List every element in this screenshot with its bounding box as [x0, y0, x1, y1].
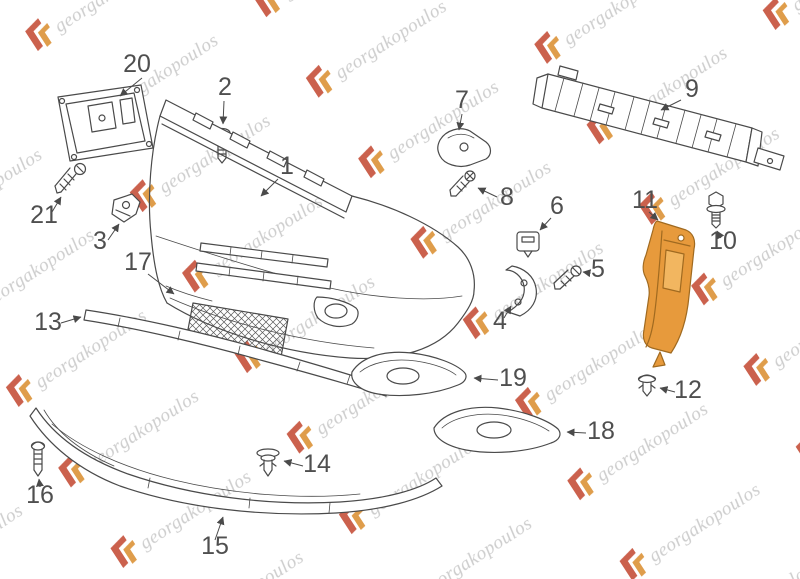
leader-line-10 [716, 230, 725, 240]
part-drawings [29, 65, 785, 515]
part-number-8[interactable]: 8 [500, 183, 514, 211]
leader-line-19 [473, 374, 499, 383]
lip-strip-13-drawing [83, 309, 389, 397]
bolt-10-drawing [706, 191, 726, 229]
part-number-3[interactable]: 3 [93, 227, 107, 255]
part-number-18[interactable]: 18 [587, 417, 615, 445]
leader-line-9 [660, 99, 682, 111]
leader-line-20 [119, 77, 143, 97]
leader-line-5 [582, 269, 592, 278]
part-ref-8: 8 [477, 183, 514, 211]
fog-bezel-18-drawing [433, 406, 561, 453]
part-labels: 1 2 3 4 5 6 7 8 [26, 50, 737, 560]
screw-21-drawing [54, 162, 87, 194]
leader-line-14 [283, 459, 304, 467]
leader-line-16 [35, 478, 44, 488]
screw-8-drawing [449, 170, 476, 197]
part-ref-11: 11 [632, 186, 659, 221]
part-number-15[interactable]: 15 [201, 532, 229, 560]
part-number-17[interactable]: 17 [124, 248, 152, 276]
lower-spoiler-15-drawing [29, 407, 443, 515]
part-ref-9: 9 [660, 75, 699, 111]
part-number-13[interactable]: 13 [34, 308, 62, 336]
part-ref-18: 18 [566, 417, 615, 445]
part-ref-17: 17 [124, 248, 175, 295]
part-ref-19: 19 [473, 364, 527, 392]
leader-line-4 [503, 305, 512, 319]
reinforcement-bar-9-drawing [532, 65, 785, 171]
leader-line-6 [539, 217, 552, 231]
part-ref-5: 5 [582, 255, 605, 283]
part-number-2[interactable]: 2 [218, 73, 232, 101]
part-number-14[interactable]: 14 [303, 450, 331, 478]
part-ref-12: 12 [659, 376, 702, 404]
part-ref-7: 7 [455, 86, 469, 131]
rivet-12-drawing [637, 374, 657, 397]
leader-line-12 [659, 386, 676, 394]
part-number-19[interactable]: 19 [499, 364, 527, 392]
highlighted-side-bracket-drawing[interactable] [642, 220, 696, 368]
part-number-21[interactable]: 21 [30, 201, 58, 229]
part-number-1[interactable]: 1 [280, 152, 294, 180]
part-number-6[interactable]: 6 [550, 192, 564, 220]
leader-line-2 [219, 100, 228, 125]
part-number-20[interactable]: 20 [123, 50, 151, 78]
part-number-11[interactable]: 11 [632, 186, 658, 214]
bracket-3-drawing [111, 193, 141, 223]
front-bumper-drawing [148, 99, 475, 360]
part-number-12[interactable]: 12 [674, 376, 702, 404]
leader-line-21 [51, 196, 62, 213]
screw-16-drawing [30, 441, 46, 477]
leader-line-3 [107, 223, 120, 241]
fog-bezel-19-drawing [351, 351, 467, 397]
part-ref-15: 15 [201, 516, 229, 560]
part-ref-3: 3 [93, 223, 120, 255]
part-ref-16: 16 [26, 478, 54, 509]
part-ref-2: 2 [218, 73, 232, 125]
highlighted-part-foot[interactable] [652, 351, 666, 368]
license-plate-bracket-drawing [57, 84, 154, 162]
leader-line-18 [566, 428, 587, 437]
leader-line-8 [477, 187, 498, 198]
leader-line-15 [214, 516, 225, 541]
part-number-4[interactable]: 4 [493, 307, 507, 335]
part-ref-14: 14 [283, 450, 331, 478]
part-ref-1: 1 [260, 152, 294, 197]
clip-6-drawing [516, 231, 540, 258]
part-ref-13: 13 [34, 308, 82, 336]
leader-line-7 [456, 113, 465, 131]
screw-5-drawing [553, 265, 582, 290]
push-clip-14-drawing [256, 448, 280, 477]
leader-line-1 [260, 178, 279, 197]
part-number-10[interactable]: 10 [709, 227, 737, 255]
part-ref-4: 4 [493, 305, 512, 335]
part-number-9[interactable]: 9 [685, 75, 699, 103]
leader-line-17 [147, 273, 175, 295]
leader-line-13 [60, 315, 82, 324]
part-number-7[interactable]: 7 [455, 86, 469, 114]
leader-line-11 [648, 211, 659, 221]
part-ref-10: 10 [709, 227, 737, 255]
part-ref-21: 21 [30, 196, 62, 229]
part-ref-20: 20 [119, 50, 151, 97]
part-number-5[interactable]: 5 [591, 255, 605, 283]
part-ref-6: 6 [539, 192, 564, 231]
